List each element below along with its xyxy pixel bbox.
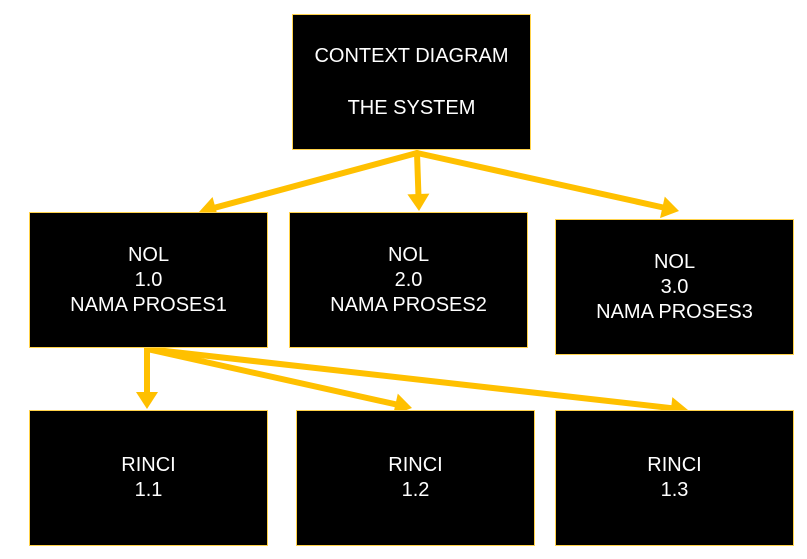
arrow-head [407,193,430,211]
detail-number: 1.1 [134,479,163,501]
process-name: NAMA PROSES2 [330,293,487,316]
detail-level-label: RINCI [647,454,702,476]
process-number: 3.0 [660,275,689,298]
context-system-label: THE SYSTEM [347,97,476,119]
arrow-context-to-level0-2 [414,150,679,219]
process-number: 1.0 [134,268,163,291]
arrow-level0-0-to-level1-2 [144,346,688,420]
process-name: NAMA PROSES3 [596,300,753,323]
process-name: NAMA PROSES1 [70,293,227,316]
arrow-level0-0-to-level1-0 [136,346,158,409]
process-level-label: NOL [387,243,430,266]
process-level-label: NOL [653,250,696,273]
arrow-head [136,392,158,409]
arrow-shaft [414,150,422,200]
context-title: CONTEXT DIAGRAM [314,45,509,67]
detail-number: 1.3 [660,479,689,501]
detail-box-1-3: RINCI 1.3 [555,410,794,546]
process-number: 2.0 [394,268,423,291]
arrow-context-to-level0-0 [199,150,420,219]
process-box-1-0: NOL 1.0 NAMA PROSES1 [29,212,268,348]
detail-box-1-1: RINCI 1.1 [29,410,268,546]
detail-level-label: RINCI [121,454,176,476]
context-diagram-box: CONTEXT DIAGRAM THE SYSTEM [292,14,531,150]
process-level-label: NOL [127,243,170,266]
arrow-shaft [210,150,420,212]
process-box-3-0: NOL 3.0 NAMA PROSES3 [555,219,794,355]
process-box-2-0: NOL 2.0 NAMA PROSES2 [289,212,528,348]
arrow-shaft [144,346,401,408]
arrow-shaft [144,346,677,412]
arrow-level0-0-to-level1-1 [144,346,412,416]
arrow-head [660,196,679,219]
detail-level-label: RINCI [388,454,443,476]
arrow-shaft [414,150,668,211]
arrow-context-to-level0-1 [407,150,430,211]
detail-number: 1.2 [401,479,430,501]
detail-box-1-2: RINCI 1.2 [296,410,535,546]
